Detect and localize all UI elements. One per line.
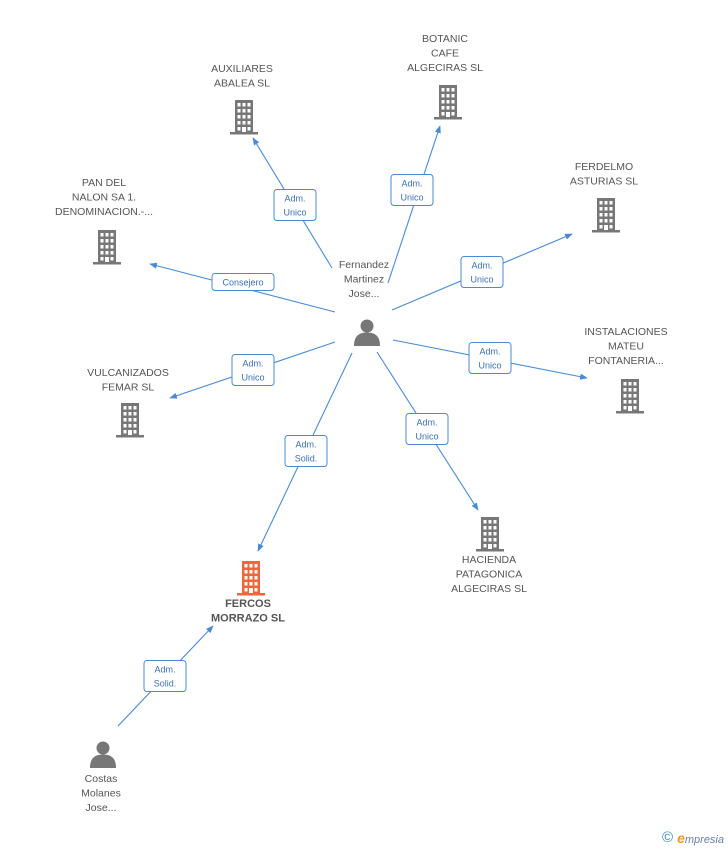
role-badge-box <box>231 354 275 386</box>
copyright-icon: © <box>662 829 674 846</box>
role-badge-box <box>211 273 275 291</box>
node-label: ASTURIAS SL <box>570 176 638 188</box>
node-label: VULCANIZADOS <box>87 367 169 379</box>
role-badge[interactable]: Adm. Solid. <box>143 660 187 692</box>
person-icon[interactable] <box>90 741 116 769</box>
role-badge-box <box>390 174 434 206</box>
role-badge-box <box>284 435 328 467</box>
edge-instalaciones: Adm. Unico <box>392 339 588 380</box>
node-label: Molanes <box>81 788 121 800</box>
role-badge-box <box>143 660 187 692</box>
node-label: ALGECIRAS SL <box>451 583 527 595</box>
role-badge-text: Consejero <box>222 278 263 288</box>
building-icon[interactable] <box>116 403 144 438</box>
node-costas[interactable]: CostasMolanesJose... <box>81 741 121 815</box>
node-botanic[interactable]: BOTANIC CAFE ALGECIRAS SL <box>407 33 483 120</box>
building-icon[interactable] <box>230 100 258 135</box>
role-badge-box <box>468 342 512 374</box>
edge-ferdelmo: Adm. Unico <box>391 233 573 311</box>
person-icon[interactable] <box>354 319 380 347</box>
node-instalaciones[interactable]: INSTALACIONES MATEU FONTANERIA... <box>584 326 668 414</box>
role-badge-text: Unico <box>415 432 438 442</box>
node-label: MORRAZO SL <box>211 613 285 625</box>
node-label: FEMAR SL <box>102 382 155 394</box>
role-badge-text: Adm. <box>295 440 316 450</box>
node-label: Jose... <box>349 288 380 300</box>
edge-hacienda: Adm. Unico <box>376 351 479 511</box>
role-badge[interactable]: Adm. Unico <box>460 256 504 288</box>
building-icon[interactable] <box>237 561 265 596</box>
brand-name[interactable]: mpresia <box>684 833 724 846</box>
role-badge-text: Unico <box>470 275 493 285</box>
role-badge-text: Unico <box>241 373 264 383</box>
role-badge-box <box>405 413 449 445</box>
role-badge[interactable]: Adm. Unico <box>405 413 449 445</box>
node-fernandez[interactable]: FernandezMartinezJose... <box>339 259 389 346</box>
building-icon[interactable] <box>592 198 620 233</box>
role-badge[interactable]: Adm. Unico <box>468 342 512 374</box>
node-label: BOTANIC <box>422 33 468 45</box>
role-badge-box <box>460 256 504 288</box>
node-label: Fernandez <box>339 259 389 271</box>
node-auxiliares[interactable]: AUXILIARES ABALEA SL <box>211 63 273 135</box>
edge-fercos-2: Adm. Solid. <box>117 625 214 727</box>
node-label: CAFE <box>431 48 459 60</box>
role-badge-text: Adm. <box>471 261 492 271</box>
node-hacienda[interactable]: HACIENDA PATAGONICA ALGECIRAS SL <box>451 517 527 595</box>
edge-botanic: Adm. Unico <box>387 125 441 284</box>
edge-fercos-1: Adm. Solid. <box>257 352 353 552</box>
brand-initial: e <box>677 829 685 846</box>
building-icon[interactable] <box>93 230 121 265</box>
edge-vulcanizados: Adm. Unico <box>169 341 336 399</box>
role-badge-text: Unico <box>400 193 423 203</box>
role-badge[interactable]: Adm. Unico <box>231 354 275 386</box>
node-label: MATEU <box>608 341 644 353</box>
node-label: FONTANERIA... <box>588 355 664 367</box>
role-badge-text: Solid. <box>154 679 177 689</box>
node-label: PATAGONICA <box>456 569 523 581</box>
node-label: PAN DEL <box>82 177 126 189</box>
role-badge-text: Adm. <box>416 418 437 428</box>
node-label: Jose... <box>86 802 117 814</box>
node-label: FERCOS <box>225 598 271 610</box>
node-pandel[interactable]: PAN DEL NALON SA 1. DENOMINACION.-... <box>55 177 153 265</box>
footer-brand: © empresia <box>662 829 724 846</box>
edge-auxiliares: Adm. Unico <box>252 137 333 269</box>
role-badge[interactable]: Adm. Solid. <box>284 435 328 467</box>
node-fercos[interactable]: FERCOS MORRAZO SL <box>211 561 285 625</box>
node-label: ALGECIRAS SL <box>407 62 483 74</box>
node-label: NALON SA 1. <box>72 192 136 204</box>
node-vulcanizados[interactable]: VULCANIZADOS FEMAR SL <box>87 367 169 438</box>
role-badge-text: Solid. <box>295 454 318 464</box>
role-badge-text: Adm. <box>284 194 305 204</box>
node-ferdelmo[interactable]: FERDELMO ASTURIAS SL <box>570 161 638 233</box>
role-badge-text: Adm. <box>242 359 263 369</box>
node-label: AUXILIARES <box>211 63 273 75</box>
role-badge-text: Adm. <box>479 347 500 357</box>
node-label: Martinez <box>344 274 384 286</box>
node-label: DENOMINACION.-... <box>55 206 153 218</box>
role-badge-box <box>273 189 317 221</box>
building-icon[interactable] <box>616 379 644 414</box>
node-label: Costas <box>85 773 118 785</box>
node-label: HACIENDA <box>462 554 516 566</box>
role-badge[interactable]: Adm. Unico <box>273 189 317 221</box>
role-badge[interactable]: Consejero <box>211 273 275 291</box>
building-icon[interactable] <box>476 517 504 552</box>
role-badge-text: Adm. <box>401 179 422 189</box>
building-icon[interactable] <box>434 85 462 120</box>
edge-pandel: Consejero <box>149 262 336 313</box>
role-badge-text: Adm. <box>154 665 175 675</box>
node-label: ABALEA SL <box>214 78 270 90</box>
role-badge-text: Unico <box>283 208 306 218</box>
node-label: INSTALACIONES <box>584 326 667 338</box>
role-badge[interactable]: Adm. Unico <box>390 174 434 206</box>
node-label: FERDELMO <box>575 161 633 173</box>
role-badge-text: Unico <box>478 361 501 371</box>
